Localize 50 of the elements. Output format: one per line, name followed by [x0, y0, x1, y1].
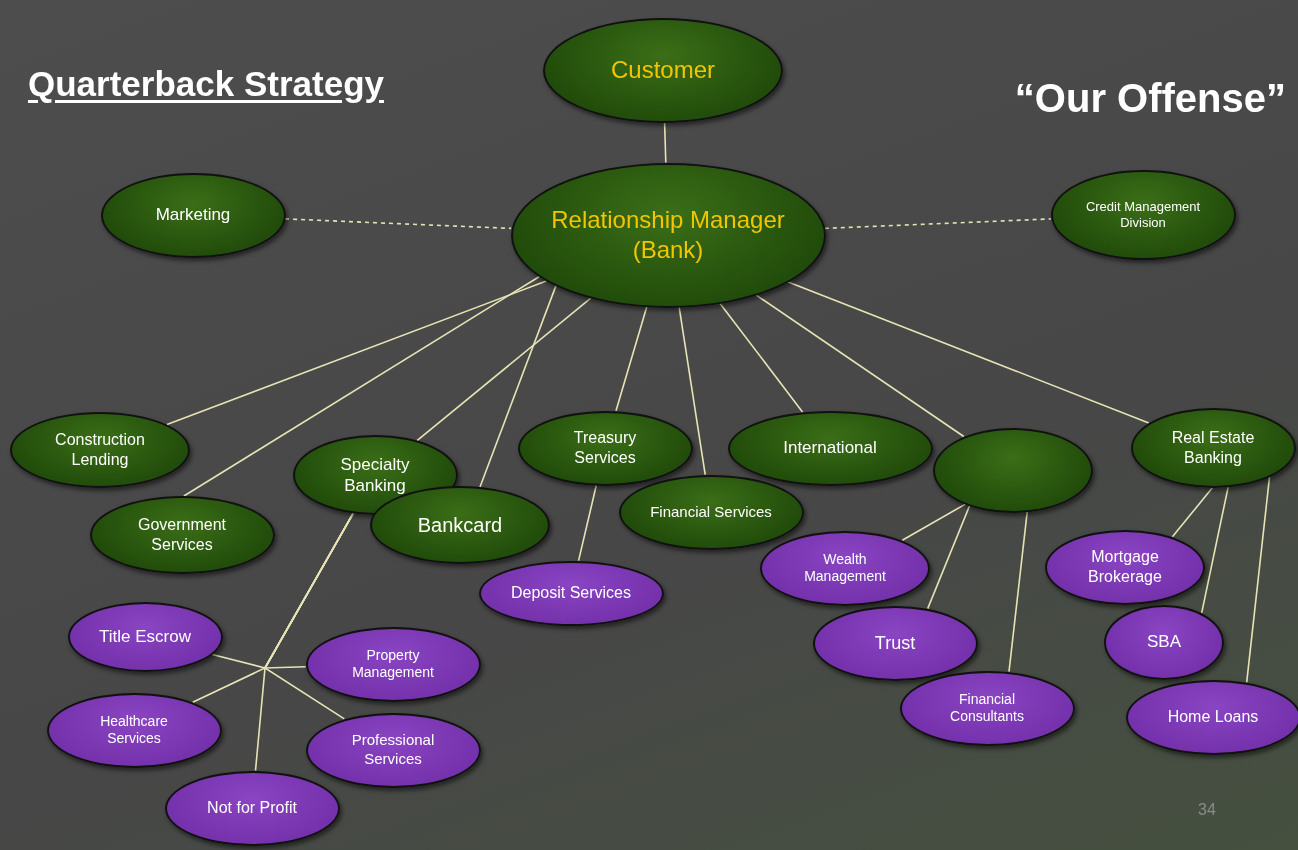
node-label: Credit Management Division [1084, 198, 1202, 232]
node-label: Construction Lending [54, 430, 146, 470]
node-label: International [783, 437, 877, 459]
connector-line [166, 280, 548, 426]
connector-line [719, 302, 804, 413]
connector-line [901, 503, 967, 542]
connector-line [416, 297, 592, 442]
connector-line [1008, 511, 1028, 673]
node-label: Specialty Banking [339, 453, 411, 497]
page-number: 34 [1198, 800, 1216, 820]
node-label: Healthcare Services [99, 712, 169, 748]
connector-line [755, 294, 965, 438]
connector-line [1200, 486, 1229, 614]
ellipse-node [760, 530, 930, 606]
title: Quarterback Strategy [28, 63, 384, 105]
node-label: Treasury Services [572, 428, 638, 468]
node-label: Financial Consultants [949, 690, 1025, 726]
node-label: Government Services [136, 515, 227, 555]
ellipse-node [1104, 604, 1224, 680]
connector-line [678, 306, 706, 476]
node-label: Deposit Services [510, 583, 631, 603]
ellipse-node [1125, 679, 1298, 755]
node-label: Financial Services [650, 502, 772, 522]
node-label: Professional Services [350, 731, 436, 769]
node-label: Property Management [351, 646, 435, 682]
node-label: Not for Profit [207, 798, 297, 818]
connector-line [254, 512, 354, 772]
node-label: Wealth Management [803, 550, 887, 586]
node-label: Real Estate Banking [1170, 428, 1256, 468]
node-label: Trust [874, 631, 916, 655]
node-label: Marketing [155, 204, 231, 226]
node-label: SBA [1147, 631, 1181, 653]
ellipse-node [618, 474, 804, 550]
connector-line [183, 275, 540, 497]
dashed-connector [824, 218, 1052, 230]
connector-line [577, 484, 598, 562]
node-label: Mortgage Brokerage [1087, 547, 1163, 587]
connector-line [479, 285, 557, 488]
connector-line [663, 121, 667, 164]
connector-line [615, 306, 648, 412]
node-label: Bankcard [417, 512, 503, 538]
slogan: “Our Offense” [1014, 75, 1286, 122]
node-label: Customer [611, 55, 715, 85]
node-label: Relationship Manager (Bank) [550, 205, 786, 265]
ellipse-node [164, 770, 340, 846]
node-label: Title Escrow [99, 626, 191, 648]
node-label: Home Loans [1167, 707, 1259, 727]
connector-line [1171, 487, 1213, 538]
connector-line [787, 281, 1150, 424]
dashed-connector [284, 218, 512, 230]
